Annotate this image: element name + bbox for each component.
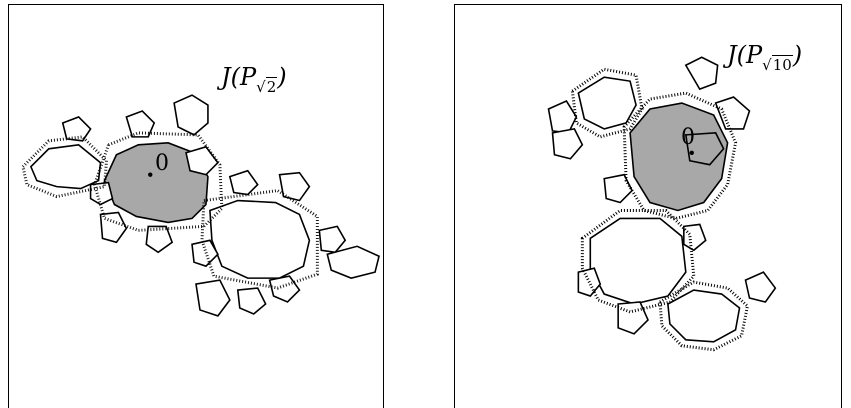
filled-component-origin bbox=[103, 142, 209, 224]
julia-boundary bbox=[547, 56, 777, 343]
julia-set-panel-sqrt10: 0 J(P√10) bbox=[454, 4, 842, 408]
label-prefix: J(P bbox=[221, 63, 257, 91]
origin-label: 0 bbox=[155, 151, 169, 176]
label-root: 2 bbox=[265, 77, 278, 96]
label-root: 10 bbox=[771, 55, 793, 74]
julia-boundary bbox=[29, 94, 380, 317]
origin-point bbox=[689, 150, 694, 155]
filled-component-origin bbox=[629, 102, 729, 212]
origin-point bbox=[148, 172, 153, 177]
julia-set-label-sqrt2: J(P√2) bbox=[221, 63, 287, 96]
label-suffix: ) bbox=[792, 41, 803, 69]
julia-set-sqrt10-figure bbox=[547, 56, 777, 352]
julia-set-label-sqrt10: J(P√10) bbox=[727, 41, 803, 74]
origin-label: 0 bbox=[681, 125, 695, 150]
label-prefix: J(P bbox=[727, 41, 763, 69]
label-suffix: ) bbox=[277, 63, 287, 91]
julia-set-sqrt2-figure bbox=[21, 94, 380, 317]
julia-set-panel-sqrt2: 0 J(P√2) bbox=[8, 4, 384, 408]
